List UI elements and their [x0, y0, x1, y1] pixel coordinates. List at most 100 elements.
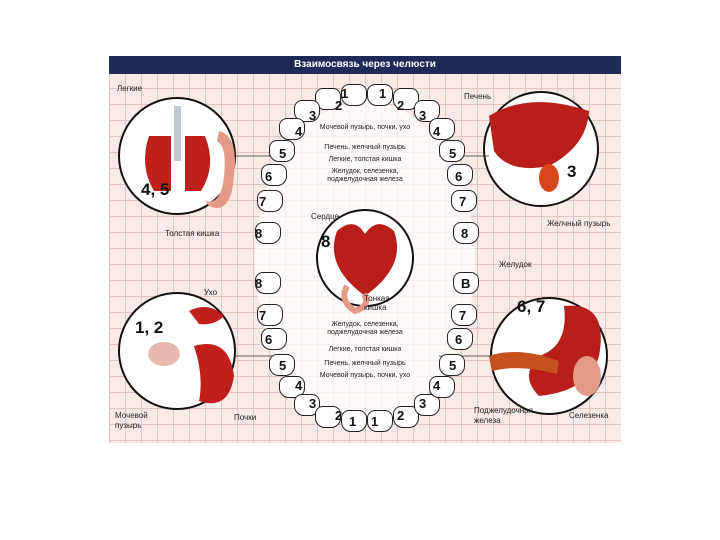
tooth-number: 5 — [279, 358, 287, 373]
tooth-lr-6 — [447, 328, 473, 350]
poster-title: Взаимосвязь через челюсти — [294, 59, 436, 70]
tooth-number: 7 — [459, 308, 467, 323]
pancreas-shape — [489, 352, 559, 374]
tooth-number: 8 — [255, 226, 263, 241]
heart-shape — [333, 224, 398, 296]
label-liver: Печень — [464, 92, 492, 101]
tooth-ur-4 — [429, 118, 455, 140]
tooth-lr-4 — [429, 376, 455, 398]
center-label-lower-3: Печень, желчный пузырь — [324, 360, 406, 367]
center-label-upper-2: Печень, желчный пузырь — [324, 144, 406, 151]
tooth-number: 1 — [341, 86, 349, 101]
tooth-lr-8 — [453, 272, 479, 294]
tooth-ur-3 — [414, 100, 440, 122]
diagram-art — [118, 91, 608, 421]
tooth-number: 6 — [265, 169, 273, 184]
tooth-ul-5 — [269, 140, 295, 162]
ear-shape — [189, 307, 224, 325]
label-ear: Ухо — [204, 288, 218, 297]
gallbladder-shape — [539, 164, 559, 192]
tooth-ll-1 — [341, 410, 367, 432]
tooth-lr-7 — [451, 304, 477, 326]
tooth-number: 4 — [295, 378, 303, 393]
tooth-ul-6 — [261, 164, 287, 186]
tooth-ll-8 — [255, 272, 281, 294]
label-bladder: Мочевой пузырь — [115, 411, 148, 430]
tooth-number: 4 — [295, 124, 303, 139]
bladder-shape — [148, 342, 180, 366]
tooth-number: B — [461, 276, 471, 291]
tooth-number: 6 — [265, 332, 273, 347]
tooth-number: 5 — [449, 146, 457, 161]
tooth-number: 8 — [255, 276, 263, 291]
tooth-number: 4 — [433, 378, 441, 393]
tooth-ur-5 — [439, 140, 465, 162]
tooth-ul-8 — [255, 222, 281, 244]
tooth-number: 1 — [379, 86, 387, 101]
tooth-ll-3 — [294, 394, 320, 416]
tooth-number: 3 — [419, 396, 427, 411]
lung-right — [185, 136, 211, 191]
number-liver: 3 — [567, 162, 577, 181]
tooth-ll-2 — [315, 406, 341, 428]
tooth-number: 7 — [259, 194, 267, 209]
label-heart: Сердце — [311, 212, 340, 221]
liver-shape — [489, 102, 589, 169]
poster: Взаимосвязь через челюсти — [109, 56, 621, 443]
kidney-shape — [194, 344, 234, 404]
title-bar: Взаимосвязь через челюсти — [109, 56, 621, 74]
tooth-ul-4 — [279, 118, 305, 140]
number-ear-bladder-kidneys: 1, 2 — [135, 318, 164, 337]
tooth-number: 6 — [455, 169, 463, 184]
tooth-number: 5 — [279, 146, 287, 161]
tooth-ll-4 — [279, 376, 305, 398]
label-colon: Толстая кишка — [165, 229, 220, 238]
tooth-ul-3 — [294, 100, 320, 122]
spleen-shape — [573, 356, 601, 396]
label-pancreas: Поджелудочная железа — [474, 406, 533, 425]
tooth-number: 6 — [455, 332, 463, 347]
trachea — [174, 106, 181, 161]
number-stomach: 6, 7 — [517, 297, 546, 316]
tooth-ur-1 — [367, 84, 393, 106]
tooth-ul-7 — [257, 190, 283, 212]
label-lungs: Легкие — [117, 84, 143, 93]
center-label-lower-4: Мочевой пузырь, почки, ухо — [319, 372, 411, 379]
center-label-upper-1: Мочевой пузырь, почки, ухо — [319, 124, 411, 131]
number-heart: 8 — [321, 232, 331, 251]
center-label-lower-2: Легкие, толстая кишка — [328, 346, 402, 353]
tooth-ur-2 — [393, 88, 419, 110]
tooth-number: 3 — [309, 108, 317, 123]
tooth-number: 1 — [349, 414, 357, 429]
small-intestine-shape — [341, 284, 370, 315]
lung-left — [145, 136, 171, 191]
tooth-ul-2 — [315, 88, 341, 110]
tooth-ll-7 — [257, 304, 283, 326]
tooth-lr-1 — [367, 410, 393, 432]
tooth-ur-8 — [453, 222, 479, 244]
tooth-ur-6 — [447, 164, 473, 186]
center-label-lower-1: Желудок, селезенка, поджелудочная железа — [327, 321, 403, 336]
tooth-number: 4 — [433, 124, 441, 139]
center-label-upper-4: Желудок, селезенка, поджелудочная железа — [327, 168, 403, 183]
tooth-number: 3 — [419, 108, 427, 123]
tooth-number: 5 — [449, 358, 457, 373]
colon-shape — [205, 131, 235, 208]
tooth-ur-7 — [451, 190, 477, 212]
label-stomach: Желудок — [499, 260, 532, 269]
tooth-number: 7 — [459, 194, 467, 209]
tooth-number: 2 — [397, 98, 405, 113]
tooth-number: 8 — [461, 226, 469, 241]
tooth-ll-6 — [261, 328, 287, 350]
tooth-ll-5 — [269, 354, 295, 376]
tooth-number: 7 — [259, 308, 267, 323]
tooth-lr-2 — [393, 406, 419, 428]
tooth-number: 2 — [335, 408, 343, 423]
number-lungs: 4, 5 — [141, 180, 170, 199]
tooth-number: 2 — [335, 98, 343, 113]
tooth-ul-1 — [341, 84, 367, 106]
label-spleen: Селезенка — [569, 411, 609, 420]
label-kidneys: Почки — [234, 413, 257, 422]
tooth-number: 1 — [371, 414, 379, 429]
label-gallbladder: Желчный пузырь — [547, 219, 611, 228]
